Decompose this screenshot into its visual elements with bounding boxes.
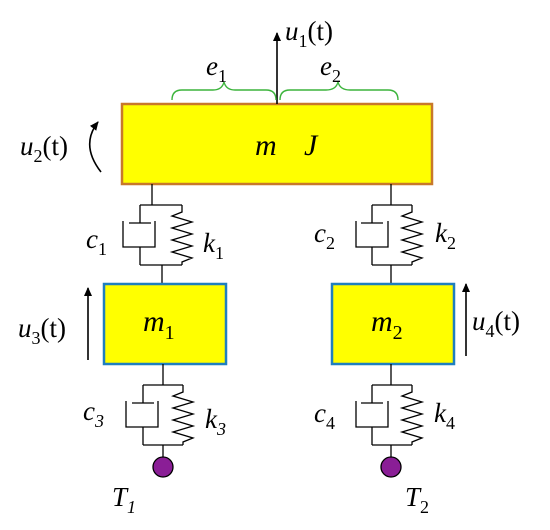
mass-m2-block <box>330 282 456 366</box>
e2-label: e2 <box>320 51 341 86</box>
e1-brace <box>171 81 277 101</box>
c1-label: c1 <box>86 224 107 259</box>
c2-damper <box>355 221 389 248</box>
k3-label: k3 <box>205 404 226 439</box>
left-upper-suspension <box>122 184 195 284</box>
u4-label: u4(t) <box>472 306 520 341</box>
k3-spring <box>170 385 196 445</box>
c3-label: c3 <box>83 396 104 431</box>
e1-label: e1 <box>206 51 227 86</box>
mass-m1-block <box>102 282 228 366</box>
left-lower-suspension <box>125 364 196 457</box>
k2-label: k2 <box>435 218 456 253</box>
main-body-block <box>120 102 434 186</box>
u2-label: u2(t) <box>20 131 68 166</box>
c2-label: c2 <box>314 218 335 253</box>
u1-label: u1(t) <box>285 16 333 51</box>
c3-damper <box>125 401 159 428</box>
u3-label: u3(t) <box>18 313 66 348</box>
c1-damper <box>122 221 156 248</box>
body-inertia-label: J <box>304 129 319 162</box>
c4-label: c4 <box>314 398 335 433</box>
k1-label: k1 <box>203 228 224 263</box>
t2-terminal-dot <box>380 456 402 478</box>
m1-label: m1 <box>143 305 175 344</box>
e2-brace <box>279 81 399 101</box>
k1-spring <box>169 205 195 265</box>
c4-damper <box>355 401 389 428</box>
right-lower-suspension <box>355 364 425 457</box>
m2-label: m2 <box>371 305 403 344</box>
right-upper-suspension <box>355 184 425 284</box>
k2-spring <box>399 205 425 265</box>
k4-spring <box>399 385 425 445</box>
t1-label: T1 <box>112 482 136 517</box>
t1-terminal-dot <box>152 456 174 478</box>
k4-label: k4 <box>434 398 455 433</box>
t2-label: T2 <box>405 482 429 517</box>
u2-rotation-arrow <box>88 121 102 173</box>
body-mass-label: m <box>255 129 277 162</box>
